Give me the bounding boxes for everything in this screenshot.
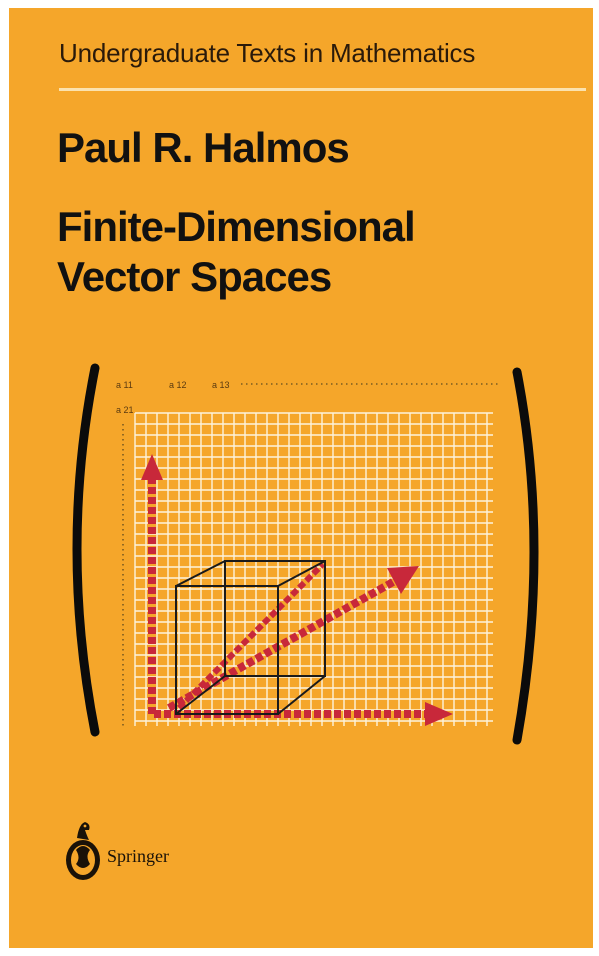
- cube-diagonal-vector: [176, 561, 326, 711]
- matrix-entry-a13: a 13: [212, 380, 230, 390]
- book-cover: Undergraduate Texts in Mathematics Paul …: [9, 8, 593, 948]
- diagonal-vector-arrowhead: [387, 566, 419, 594]
- vertical-axis-arrowhead: [141, 454, 163, 480]
- horizontal-axis-arrowhead: [425, 702, 453, 726]
- left-matrix-bracket: [72, 363, 100, 737]
- book-title-line-1: Finite-Dimensional: [57, 203, 416, 250]
- vector-arrows: [141, 454, 453, 726]
- author-name: Paul R. Halmos: [57, 124, 350, 171]
- matrix-entry-a21: a 21: [116, 405, 134, 415]
- wireframe-cube: [175, 560, 326, 715]
- book-title-line-2: Vector Spaces: [57, 253, 332, 300]
- matrix-illustration: a 11 a 12 a 13 a 21: [72, 363, 539, 745]
- series-title: Undergraduate Texts in Mathematics: [59, 38, 476, 68]
- diagonal-vector-arrow-shaft: [167, 578, 395, 712]
- cube-edge: [277, 675, 326, 715]
- cube-edge: [277, 560, 326, 587]
- cube-edge: [175, 675, 226, 715]
- matrix-entry-a12: a 12: [169, 380, 187, 390]
- publisher-name: Springer: [107, 846, 169, 866]
- matrix-entry-a11: a 11: [116, 380, 133, 390]
- springer-knight-logo: [66, 822, 100, 880]
- cube-front-face: [175, 585, 279, 715]
- cube-edge: [175, 560, 226, 587]
- cube-back-face: [224, 560, 326, 677]
- book-title: Finite-Dimensional Vector Spaces: [57, 202, 416, 302]
- right-matrix-bracket: [512, 367, 539, 745]
- series-divider: [59, 88, 586, 91]
